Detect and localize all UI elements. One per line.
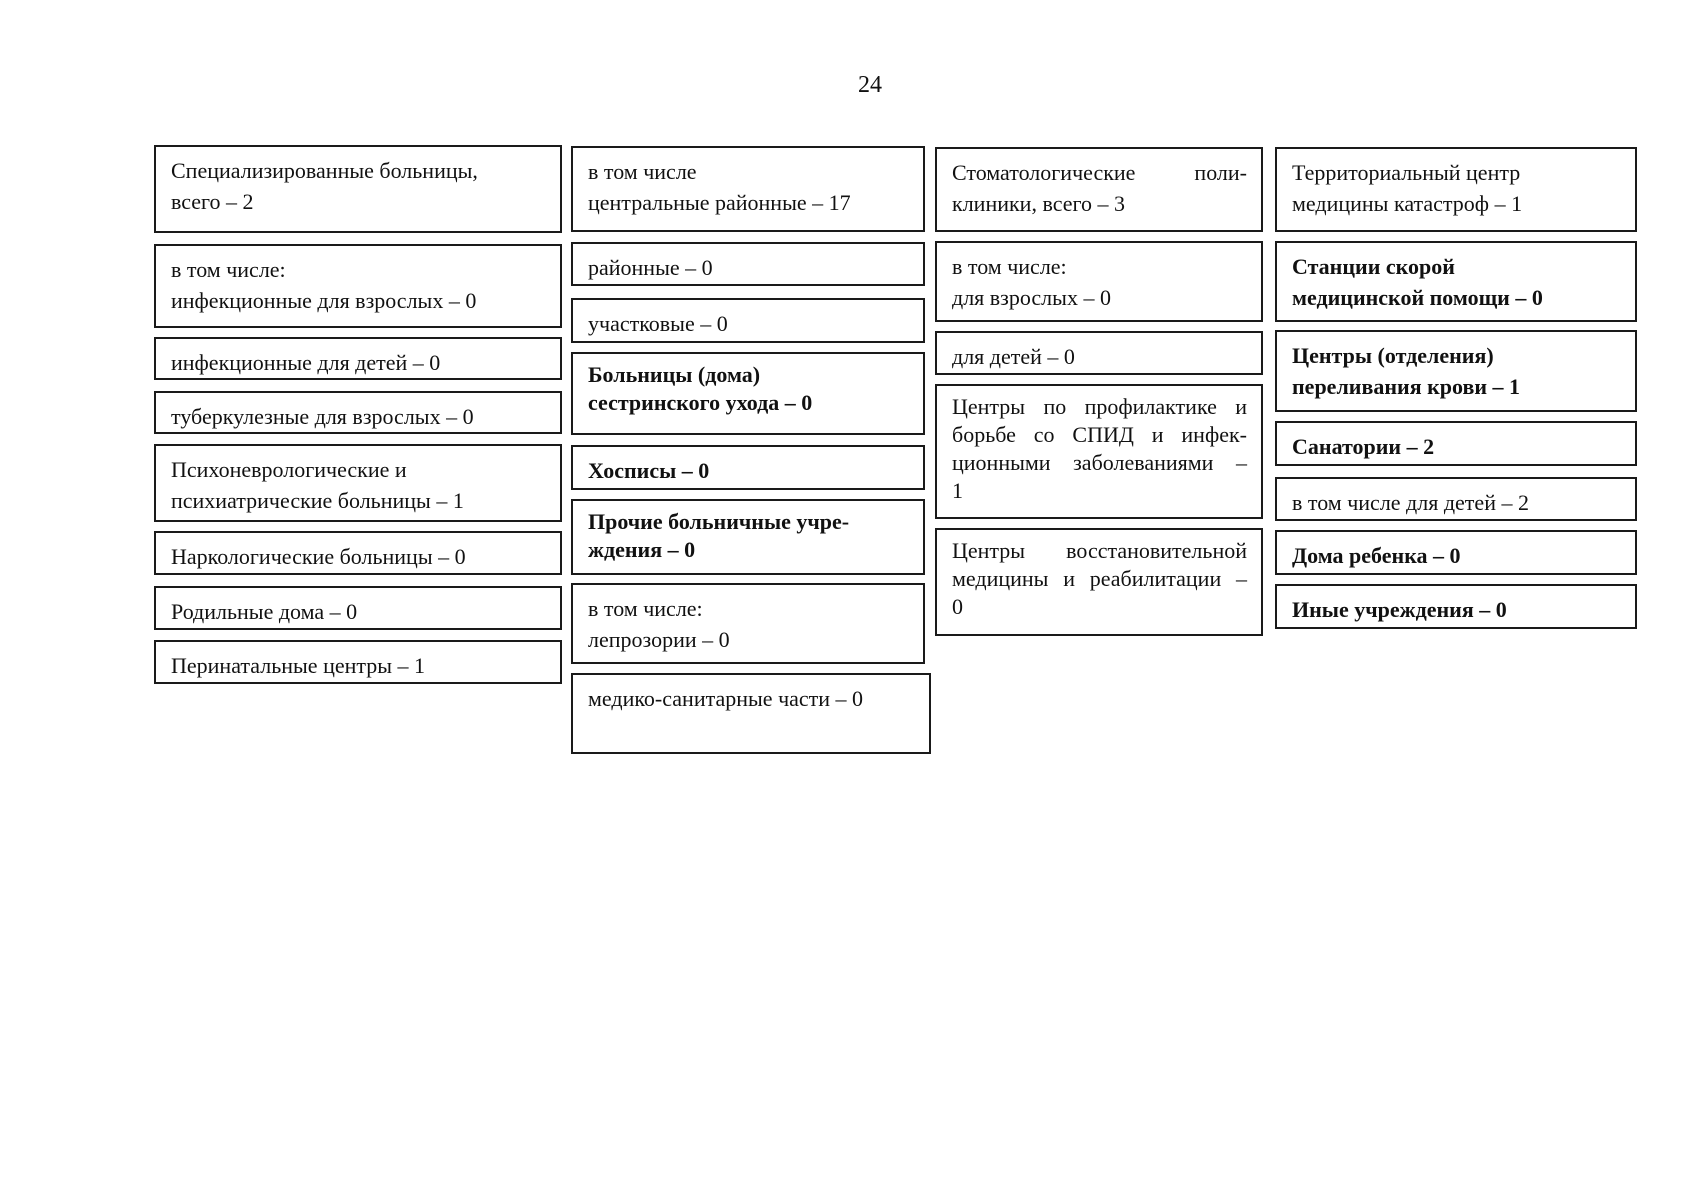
box-local-hospitals: участковые – 0 — [571, 298, 925, 343]
box-nursing-homes: Больницы (дома) сестринского ухода – 0 — [571, 352, 925, 435]
box-line: всего – 2 — [171, 189, 254, 214]
box-line: в том числе: — [171, 257, 286, 282]
box-line: Центры по профилактике и — [952, 394, 1247, 419]
box-medical-sanitary-units: медико-санитарные части – 0 — [571, 673, 931, 754]
box-district-hospitals: районные – 0 — [571, 242, 925, 286]
box-tuberculosis-adults: туберкулезные для взрослых – 0 — [154, 391, 562, 434]
box-line: в том числе для детей – 2 — [1292, 490, 1529, 515]
box-line: Специализированные больницы, — [171, 158, 478, 183]
box-specialized-hospitals: Специализированные больницы, всего – 2 — [154, 145, 562, 233]
box-rehabilitation-centers: Центры восстановительной медицины и реаб… — [935, 528, 1263, 636]
box-line: лепрозории – 0 — [588, 627, 730, 652]
box-ambulance-stations: Станции скорой медицинской помощи – 0 — [1275, 241, 1637, 322]
box-line: ждения – 0 — [588, 537, 696, 562]
box-line: инфекционные для детей – 0 — [171, 350, 441, 375]
box-line: туберкулезные для взрослых – 0 — [171, 404, 474, 429]
box-line: инфекционные для взрослых – 0 — [171, 288, 477, 313]
box-line: медицинской помощи – 0 — [1292, 285, 1543, 310]
box-hospices: Хосписы – 0 — [571, 445, 925, 490]
box-line: Прочие больничные учре- — [588, 509, 850, 534]
box-childrens-homes: Дома ребенка – 0 — [1275, 530, 1637, 575]
box-line: Стоматологические поли- — [952, 160, 1247, 185]
box-infectious-adults: в том числе: инфекционные для взрослых –… — [154, 244, 562, 328]
box-line: ционными заболеваниями – — [952, 450, 1247, 475]
box-line: борьбе со СПИД и инфек- — [952, 422, 1247, 447]
box-line: Центры восстановительной — [952, 538, 1247, 563]
box-aids-centers: Центры по профилактике и борьбе со СПИД … — [935, 384, 1263, 519]
box-central-district-hospitals: в том числе центральные районные – 17 — [571, 146, 925, 232]
box-perinatal-centers: Перинатальные центры – 1 — [154, 640, 562, 684]
box-leprosaria: в том числе: лепрозории – 0 — [571, 583, 925, 664]
box-line: психиатрические больницы – 1 — [171, 488, 464, 513]
box-line: Наркологические больницы – 0 — [171, 544, 466, 569]
box-line: для взрослых – 0 — [952, 285, 1111, 310]
box-line: Хосписы – 0 — [588, 458, 710, 483]
box-line: Иные учреждения – 0 — [1292, 597, 1507, 622]
box-line: в том числе: — [952, 254, 1067, 279]
box-line: Центры (отделения) — [1292, 343, 1494, 368]
box-psychiatric-hospitals: Психоневрологические и психиатрические б… — [154, 444, 562, 522]
box-line: медико-санитарные части – 0 — [588, 686, 864, 711]
box-line: для детей – 0 — [952, 344, 1075, 369]
box-line: Психоневрологические и — [171, 457, 407, 482]
box-dental-clinics: Стоматологические поли- клиники, всего –… — [935, 147, 1263, 232]
box-line: медицины катастроф – 1 — [1292, 191, 1523, 216]
box-sanatoriums: Санатории – 2 — [1275, 421, 1637, 466]
box-sanatoriums-children: в том числе для детей – 2 — [1275, 477, 1637, 521]
box-line: Родильные дома – 0 — [171, 599, 358, 624]
box-line: 1 — [952, 478, 963, 503]
box-line: участковые – 0 — [588, 311, 728, 336]
box-line: 0 — [952, 594, 963, 619]
box-maternity-hospitals: Родильные дома – 0 — [154, 586, 562, 630]
box-line: клиники, всего – 3 — [952, 191, 1125, 216]
box-line: Санатории – 2 — [1292, 434, 1435, 459]
box-disaster-medicine-center: Территориальный центр медицины катастроф… — [1275, 147, 1637, 232]
box-line: Больницы (дома) — [588, 362, 761, 387]
box-line: центральные районные – 17 — [588, 190, 851, 215]
box-line: Станции скорой — [1292, 254, 1455, 279]
box-dental-adults: в том числе: для взрослых – 0 — [935, 241, 1263, 322]
box-line: сестринского ухода – 0 — [588, 390, 813, 415]
box-line: Территориальный центр — [1292, 160, 1521, 185]
box-line: в том числе: — [588, 596, 703, 621]
page-number: 24 — [858, 72, 882, 98]
box-line: Дома ребенка – 0 — [1292, 543, 1461, 568]
box-line: в том числе — [588, 159, 697, 184]
box-line: районные – 0 — [588, 255, 713, 280]
box-other-hospital-institutions: Прочие больничные учре- ждения – 0 — [571, 499, 925, 575]
box-line: медицины и реабилитации – — [952, 566, 1247, 591]
box-narcological-hospitals: Наркологические больницы – 0 — [154, 531, 562, 575]
box-blood-transfusion-centers: Центры (отделения) переливания крови – 1 — [1275, 330, 1637, 412]
box-line: переливания крови – 1 — [1292, 374, 1521, 399]
box-other-institutions: Иные учреждения – 0 — [1275, 584, 1637, 629]
box-dental-children: для детей – 0 — [935, 331, 1263, 375]
box-line: Перинатальные центры – 1 — [171, 653, 426, 678]
box-infectious-children: инфекционные для детей – 0 — [154, 337, 562, 380]
